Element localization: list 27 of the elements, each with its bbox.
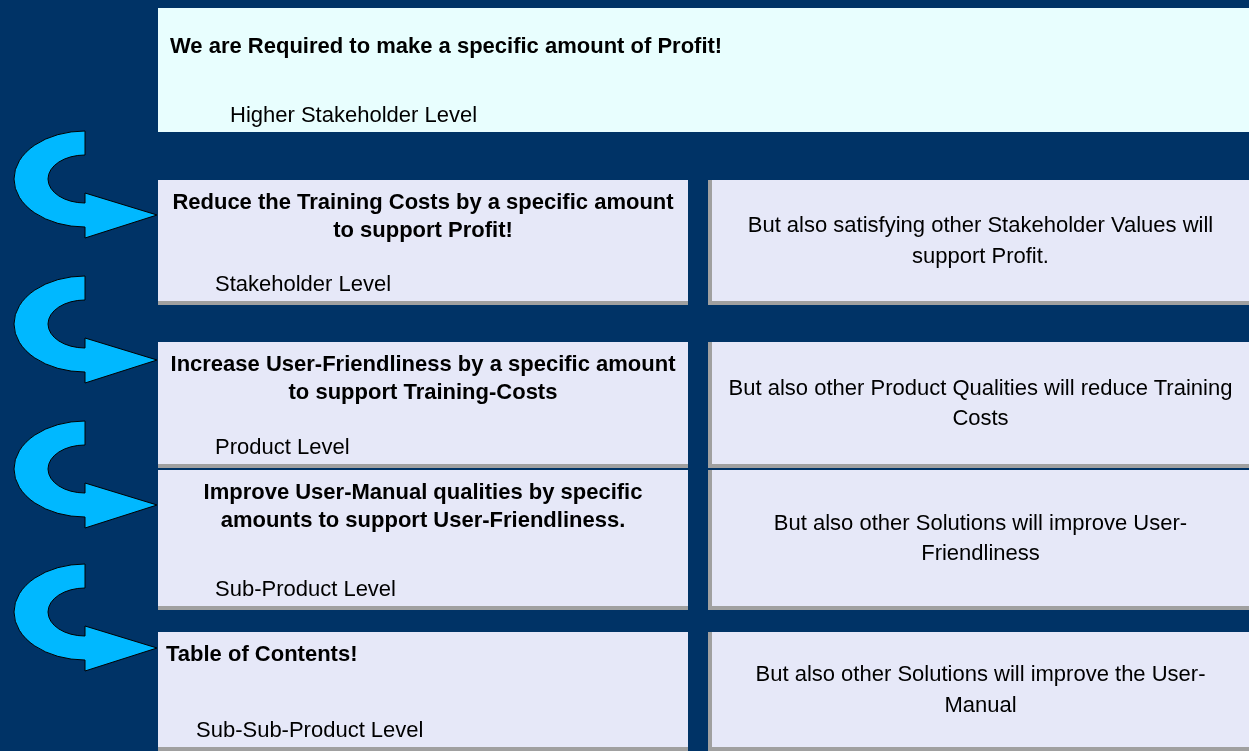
level-text: Stakeholder Level [214,269,393,297]
curved-arrow [13,130,158,239]
level-text: Product Level [214,432,351,460]
note-text: But also other Product Qualities will reduce Training Costs [728,373,1233,432]
note-box [708,470,1249,610]
level-text: Sub-Sub-Product Level [195,715,425,743]
note-box [708,180,1249,305]
requirement-text: Reduce the Training Costs by a specific amount to support Profit! [171,188,675,243]
level-text: Sub-Product Level [214,574,397,602]
requirement-box [158,342,688,468]
note-box [708,342,1249,468]
note-text: But also satisfying other Stakeholder Values will support Profit. [746,211,1215,270]
requirement-text: Improve User-Manual qualities by specific amounts to support User-Friendliness. [202,478,644,533]
requirement-box [158,180,688,305]
note-text: But also other Solutions will improve User-Friendliness [772,508,1189,567]
goal-text: We are Required to make a specific amount of Profit! [170,32,724,60]
requirement-box [158,632,688,751]
requirement-text: Increase User-Friendliness by a specific amount to support Training-Costs [170,350,676,405]
goal-box [158,8,1249,132]
curved-arrow [13,420,158,529]
level-text: Higher Stakeholder Level [229,100,479,128]
curved-arrow [13,563,158,672]
requirement-text: Table of Contents! [166,640,359,668]
requirement-box [158,470,688,610]
note-text: But also other Solutions will improve the User-Manual [754,660,1207,719]
curved-arrow [13,275,158,384]
note-box [708,632,1249,751]
